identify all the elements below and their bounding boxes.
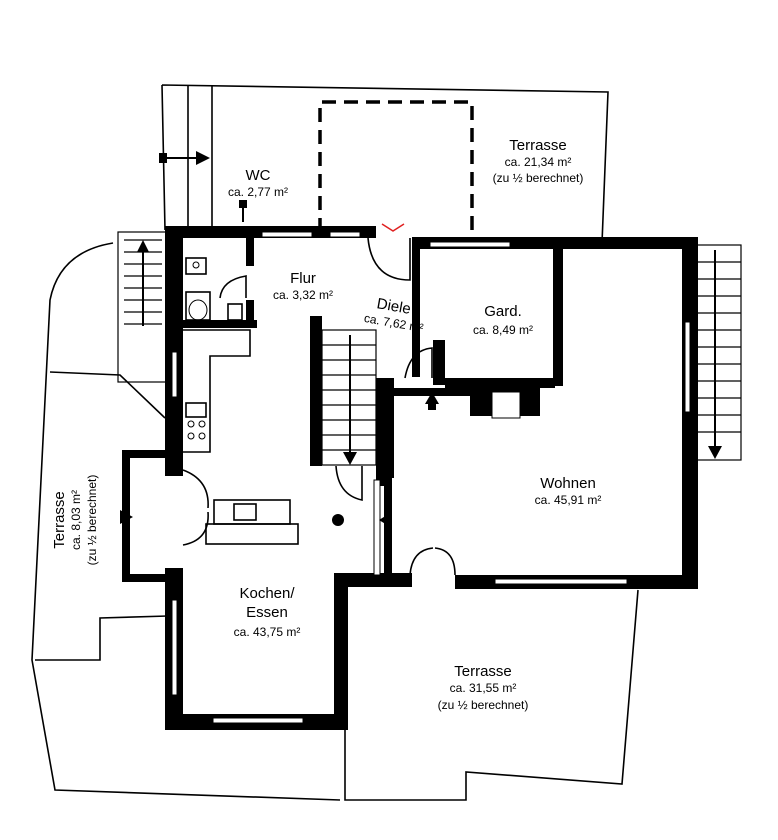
terrace-left-name: Terrasse: [51, 491, 68, 549]
terrace-bottom-name: Terrasse: [454, 663, 512, 680]
wc-area: ca. 2,77 m²: [228, 185, 288, 199]
gard-name: Gard.: [484, 303, 522, 320]
windows: [171, 231, 691, 724]
fixtures: [183, 257, 344, 545]
entry-arrows: [120, 151, 439, 528]
gard-area: ca. 8,49 m²: [473, 323, 533, 337]
flur-name: Flur: [290, 270, 316, 287]
terrace-top-note: (zu ½ berechnet): [493, 171, 584, 185]
kochen-name-line2: Essen: [246, 604, 288, 621]
terrace-top-name: Terrasse: [509, 137, 567, 154]
terrace-bottom-area: ca. 31,55 m²: [450, 681, 517, 695]
interior-walls: [183, 237, 563, 586]
kochen-area: ca. 43,75 m²: [234, 625, 301, 639]
wohnen-name: Wohnen: [540, 475, 596, 492]
stairs-center: [321, 329, 377, 466]
stairs-left: [117, 231, 169, 383]
kochen-name-line1: Kochen/: [239, 585, 295, 602]
terrace-outlines: [31, 84, 639, 801]
flur-area: ca. 3,32 m²: [273, 288, 333, 302]
entrance-marker: [381, 223, 405, 232]
terrace-bottom-note: (zu ½ berechnet): [438, 698, 529, 712]
doors: [182, 237, 456, 576]
dashed-outline: [318, 100, 474, 236]
terrace-left-note: (zu ½ berechnet): [85, 475, 99, 566]
stairs-right: [696, 244, 742, 461]
diele-name: Diele: [375, 295, 412, 318]
terrace-top-area: ca. 21,34 m²: [505, 155, 572, 169]
terrace-left-area: ca. 8,03 m²: [69, 490, 83, 550]
wc-name: WC: [246, 167, 271, 184]
wohnen-area: ca. 45,91 m²: [535, 493, 602, 507]
column-dot: [332, 514, 344, 526]
